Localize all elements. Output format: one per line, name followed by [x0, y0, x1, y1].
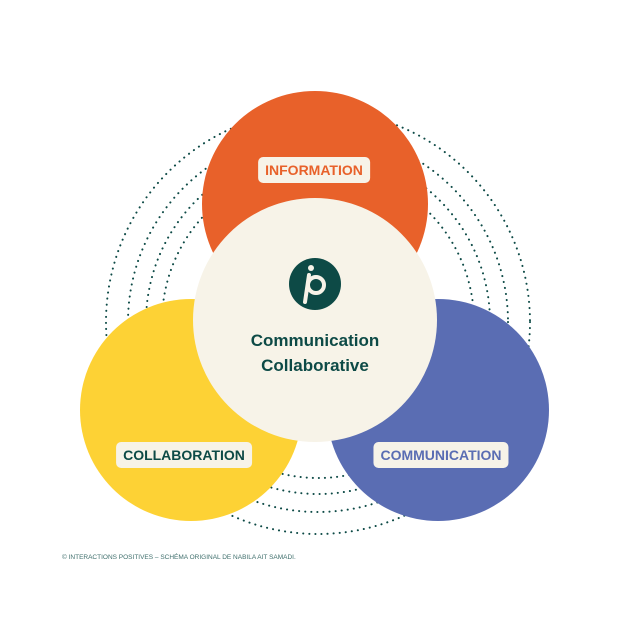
- logo-icon: [289, 258, 341, 310]
- center-title: Communication Collaborative: [251, 328, 379, 378]
- dotted-ring: [105, 109, 531, 535]
- center-line1: Communication: [250, 331, 380, 350]
- communication-label: COMMUNICATION: [373, 442, 509, 468]
- center-line2: Collaborative: [261, 356, 369, 375]
- dotted-ring: [127, 131, 509, 513]
- information-label: INFORMATION: [258, 157, 370, 183]
- credit-text: © INTERACTIONS POSITIVES – SCHÉMA ORIGIN…: [62, 554, 296, 561]
- collaboration-label: COLLABORATION: [116, 442, 252, 468]
- center-circle: [193, 198, 437, 442]
